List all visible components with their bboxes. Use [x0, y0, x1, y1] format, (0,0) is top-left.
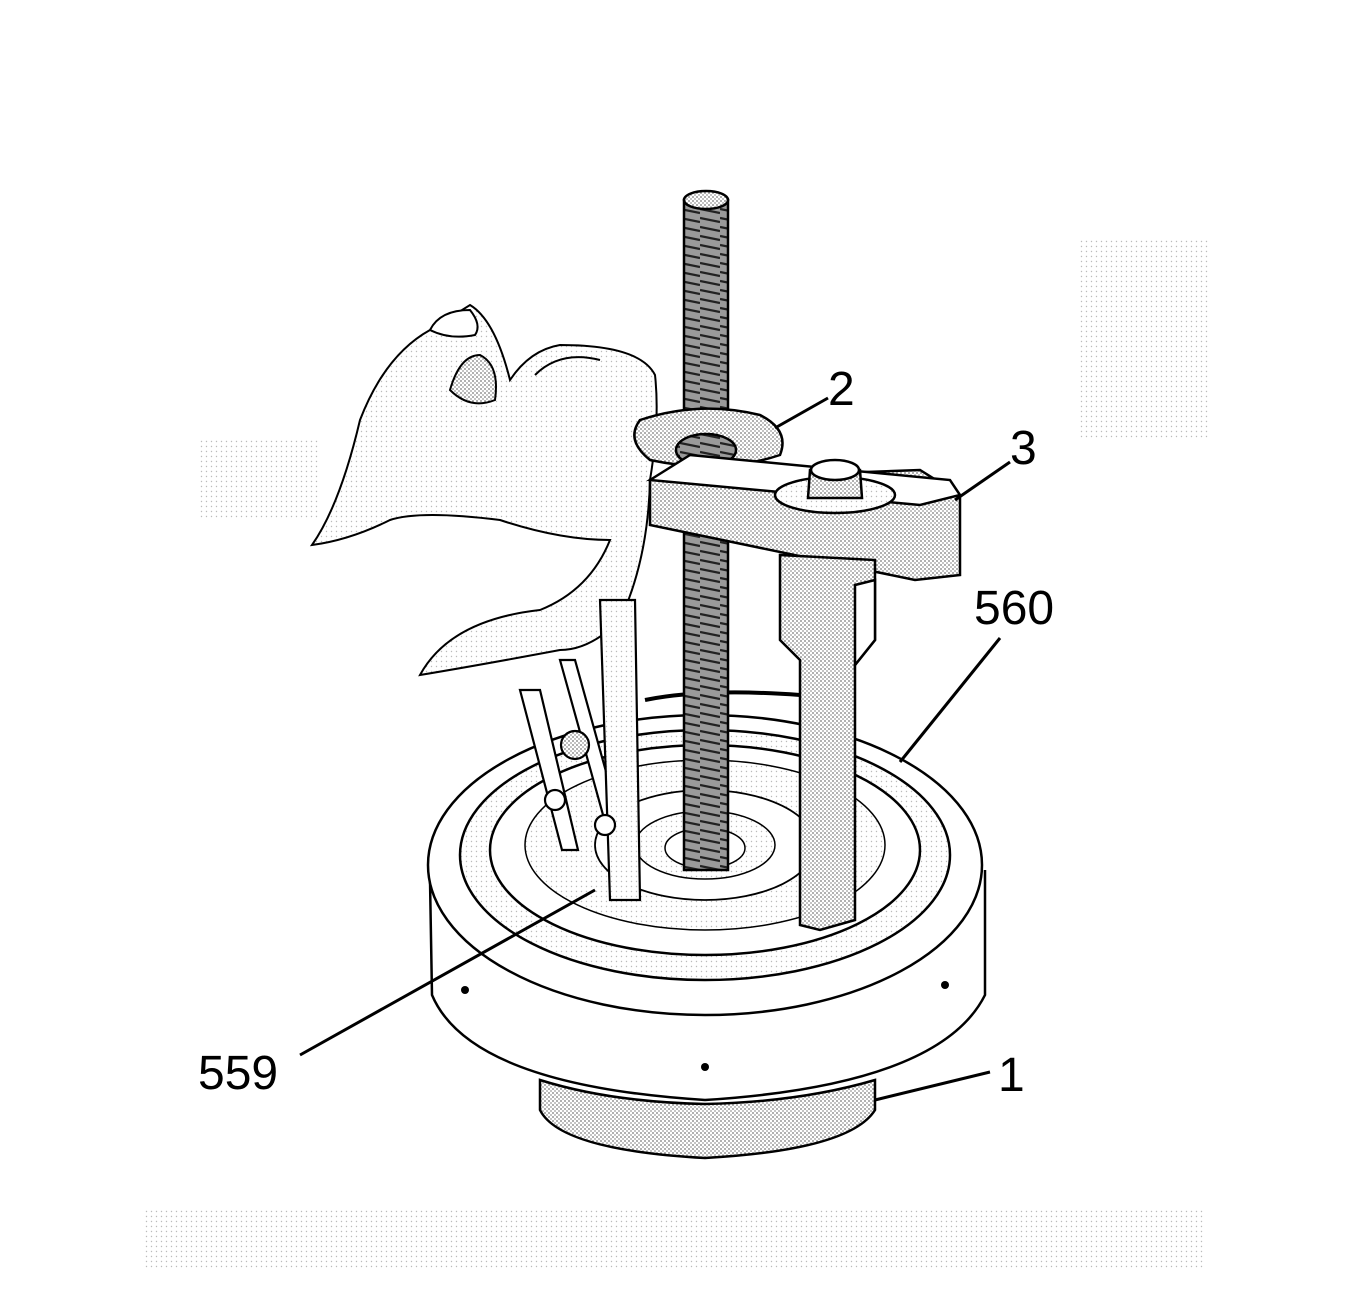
- leader-559: [299, 888, 596, 1057]
- leader-1: [874, 1070, 991, 1102]
- callout-2: 2: [828, 363, 855, 416]
- leader-3: [954, 460, 1011, 502]
- snap-ring-pliers: [518, 598, 642, 902]
- callout-560: 560: [974, 582, 1055, 635]
- callout-3: 3: [1010, 422, 1037, 475]
- callout-1: 1: [998, 1049, 1025, 1102]
- leader-560: [898, 637, 1002, 763]
- leader-2: [774, 396, 829, 430]
- leader-lines: [299, 396, 1011, 1102]
- puller-leg: [778, 553, 877, 932]
- bridge-bar: [646, 453, 963, 582]
- callout-559: 559: [198, 1047, 279, 1100]
- background-shading: [145, 240, 1210, 1270]
